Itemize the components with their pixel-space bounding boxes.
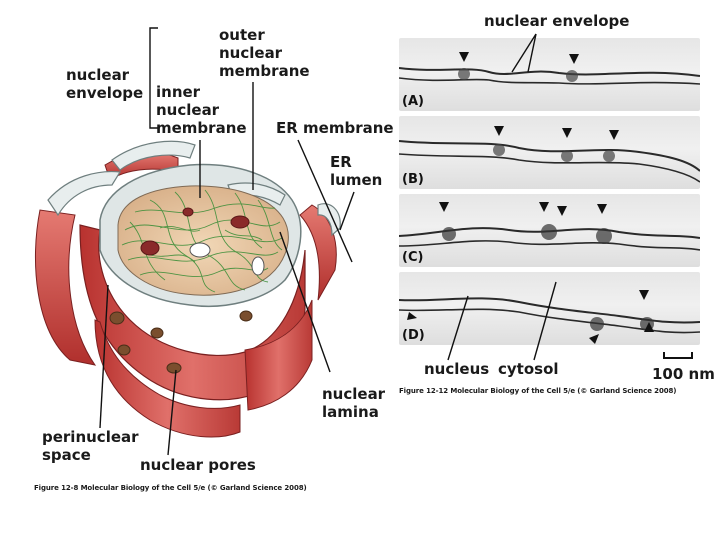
panel-letter-d: (D) <box>402 328 425 343</box>
micrograph-panel-c: (C) <box>399 194 700 267</box>
leader-er-lumen <box>339 191 355 231</box>
label-nuclear-lamina: nuclear lamina <box>322 385 386 421</box>
micrograph-c-membranes <box>399 202 700 251</box>
right-er-band <box>244 299 313 411</box>
nuclear-pore-holes <box>140 207 265 276</box>
label-inner-nuclear-membrane: inner nuclear membrane <box>156 83 247 137</box>
micrograph-b-membranes <box>399 126 700 183</box>
label-outer-nuclear-membrane: outer nuclear membrane <box>219 26 310 80</box>
lower-er-band <box>94 319 241 438</box>
label-perinuclear-space: perinuclear space <box>42 428 139 464</box>
label-nuclear-pores: nuclear pores <box>140 456 256 474</box>
outer-nuclear-pores <box>109 310 253 374</box>
micrograph-panel-a: (A) <box>399 38 700 111</box>
micrograph-a-membranes <box>399 52 700 85</box>
leader-nuclear-pores <box>167 369 177 456</box>
caption-figure-12-8: Figure 12-8 Molecular Biology of the Cel… <box>34 484 307 492</box>
er-sheet-right <box>299 204 337 301</box>
er-lumen-shell <box>317 203 341 237</box>
leader-perinuclear-space <box>99 284 109 429</box>
nuclear-lamina-mesh <box>121 189 283 293</box>
er-sheet-left <box>34 209 97 366</box>
leader-nuclear-lamina <box>279 231 331 373</box>
panel-letter-b: (B) <box>402 172 424 187</box>
top-lumen-shell-1 <box>111 140 196 171</box>
label-er-lumen: ER lumen <box>330 153 383 189</box>
leader-lines <box>99 27 355 456</box>
leader-er-membrane <box>297 139 353 263</box>
label-nucleus: nucleus <box>424 360 490 378</box>
micrograph-panel-b: (B) <box>399 116 700 189</box>
bracket-nuclear-envelope <box>149 27 158 129</box>
title-nuclear-envelope: nuclear envelope <box>484 12 630 30</box>
caption-figure-12-12: Figure 12-12 Molecular Biology of the Ce… <box>399 387 677 395</box>
panel-letter-c: (C) <box>402 250 424 265</box>
left-lumen-shell <box>47 171 122 217</box>
panel-letter-a: (A) <box>402 94 424 109</box>
label-cytosol: cytosol <box>498 360 559 378</box>
label-scale-100nm: 100 nm <box>652 365 715 383</box>
micrograph-d-membranes <box>399 290 700 344</box>
label-er-membrane: ER membrane <box>276 119 394 137</box>
label-nuclear-envelope: nuclear envelope <box>66 66 144 102</box>
micrograph-panel-d: (D) <box>399 272 700 345</box>
